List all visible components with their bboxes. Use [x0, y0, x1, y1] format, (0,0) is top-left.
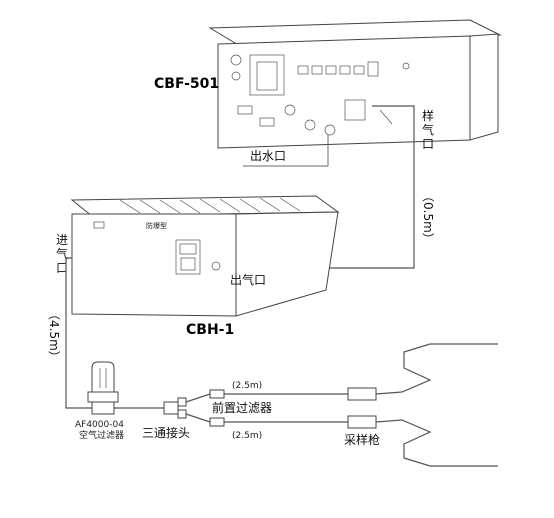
cbf-501-label: CBF-501 [154, 76, 219, 92]
sample-inlet-label-3: 口 [422, 137, 434, 151]
gas-inlet-label-1: 进 [56, 233, 68, 247]
cbf-501-device [208, 19, 502, 149]
gas-inlet-label-3: 口 [56, 261, 68, 275]
gas-outlet-label: 出气口 [230, 272, 266, 287]
prefilter-top [209, 389, 225, 399]
tube-45-length: （4.5m） [47, 308, 61, 363]
water-outlet-label: 出水口 [250, 149, 286, 163]
cbh-panel-label: 防爆型 [146, 221, 167, 230]
sample-inlet-label-2: 气 [422, 122, 434, 137]
probe-top [347, 343, 498, 401]
probe-label: 采样枪 [344, 432, 380, 447]
tee-label: 三通接头 [142, 425, 190, 440]
tube-25-bottom: (2.5m) [232, 431, 262, 441]
tube-25-top: (2.5m) [232, 381, 262, 391]
prefilter-label: 前置过滤器 [212, 400, 272, 415]
gas-inlet-label-2: 气 [56, 246, 68, 261]
filter-name-label: 空气过滤器 [79, 429, 124, 441]
cbh-1-label: CBH-1 [186, 322, 234, 338]
air-filter-device [87, 361, 119, 415]
cbh-1-device [70, 195, 340, 317]
tee-connector [163, 397, 187, 419]
probe-bottom [347, 415, 498, 467]
filter-code-label: AF4000-04 [75, 420, 124, 430]
tube-05-length: （0.5m） [421, 190, 435, 245]
sample-inlet-label-1: 样 [422, 108, 434, 123]
prefilter-bottom [209, 417, 225, 427]
